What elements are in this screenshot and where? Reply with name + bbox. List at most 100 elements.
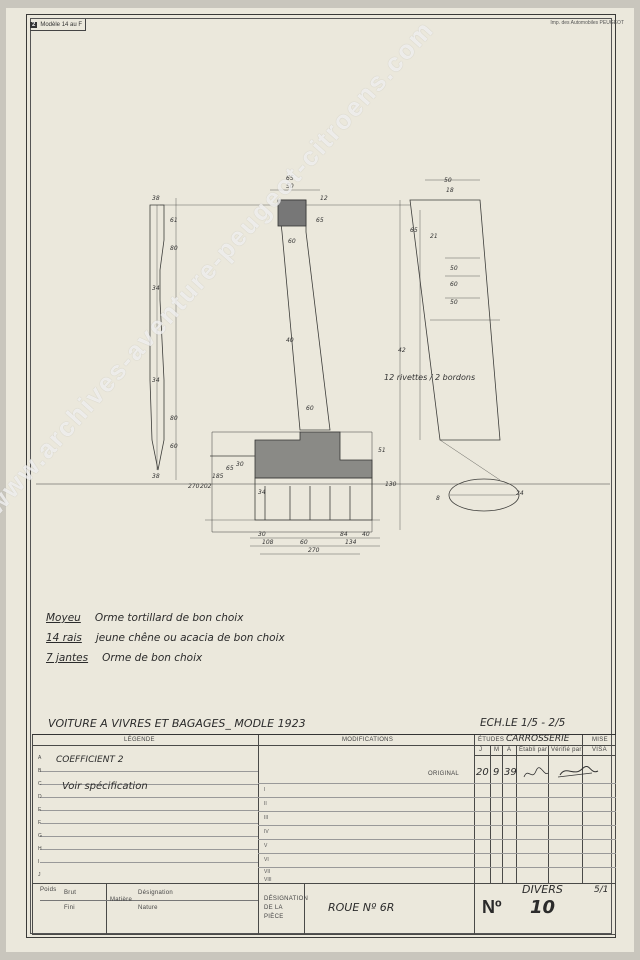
dim: 18 [446,187,454,194]
number-label: Nº [482,897,502,917]
designation-piece-label: DÉSIGNATION DE LA PIÈCE [264,896,309,920]
mise-header: MISE [592,737,608,743]
date-day: 20 [476,767,489,778]
dim: 24 [516,490,524,497]
material-row: 14 rais jeune chêne ou acacia de bon choi… [46,628,285,648]
dim: 185 [212,473,224,480]
legend-circle: J [38,872,41,878]
legend-header: LÉGENDE [124,737,155,743]
dim: 51 [378,447,386,454]
dim: 40 [286,337,294,344]
title-block: LÉGENDE MODIFICATIONS ÉTUDES CARROSSERIE… [32,734,616,935]
legend-circle: B [38,768,42,774]
dim: 30 [236,461,244,468]
dim: 61 [170,217,178,224]
legend-circle: D [38,794,42,800]
matiere-label: Matière [110,897,133,903]
dim: 34 [152,285,160,292]
dim: 50 [450,299,458,306]
legend-circle: H [38,846,42,852]
modifications-header: MODIFICATIONS [342,737,394,743]
dim: 50 [450,265,458,272]
legend-circle: F [38,820,42,826]
category: DIVERS [522,883,563,896]
dim: 12 [320,195,328,202]
format-label: Modèle 14 au F [40,21,83,28]
dim: 84 [340,531,348,538]
poids-label: Poids [40,887,57,893]
rivet-note: 12 rivettes / 2 bordons [384,373,475,382]
col-visa: VISA [592,747,607,753]
drawing-number: 10 [530,897,556,918]
roman-numeral: VIII [264,877,272,883]
brut-label: Brut [64,890,77,896]
legend-circle: E [38,807,42,813]
roman-numeral: VI [264,857,269,863]
dim: 80 [170,415,178,422]
dim: 65 [286,175,294,182]
legend-circle: I [38,859,40,865]
dim: 80 [170,245,178,252]
material-text: Orme de bon choix [102,652,203,664]
vehicle-title: VOITURE A VIVRES ET BAGAGES_ MODLE 1923 [48,717,306,730]
dim: 60 [450,281,458,288]
dim: 60 [306,405,314,412]
dim: 34 [258,489,266,496]
dim: 130 [385,481,397,488]
dim: 270 [188,483,200,490]
scale-label: ECH.LE 1/5 - 2/5 [480,717,566,729]
material-text: jeune chêne ou acacia de bon choix [95,632,285,644]
fini-label: Fini [64,905,75,911]
dim: 42 [398,347,406,354]
col-a: A [507,747,512,753]
date-year: 39 [504,767,517,778]
original-label: ORIGINAL [428,771,460,777]
roman-numeral: I [264,787,266,793]
col-etabli: Établi par [519,747,548,753]
designation-label: Désignation [138,890,173,896]
col-m: M [494,747,500,753]
roman-numeral: V [264,843,268,849]
drawing-sheet [6,8,634,952]
sheet-fraction: 5/1 [594,885,609,895]
voir-specification: Voir spécification [62,781,148,792]
dim: 60 [300,539,308,546]
legend-circle: A [38,755,42,761]
etudes-header: ÉTUDES [478,737,505,743]
sheet-number: 2 [30,21,38,28]
dim: 65 [226,465,234,472]
printer-mark: Imp. des Automobiles PEUGEOT [550,20,624,26]
dim: 40 [362,531,370,538]
roman-numeral: III [264,815,269,821]
material-row: 7 jantes Orme de bon choix [46,648,285,668]
material-key: 7 jantes [46,652,89,664]
material-text: Orme tortillard de bon choix [94,612,244,624]
dim: 270 [308,547,320,554]
dim: 38 [152,473,160,480]
dim: 108 [262,539,274,546]
part-name: ROUE Nº 6R [328,901,395,914]
dim: 60 [170,443,178,450]
department: CARROSSERIE [506,734,570,744]
inner-frame [30,18,612,934]
dim: 60 [288,238,296,245]
dim: 65 [316,217,324,224]
dim: 202 [200,483,212,490]
dim: 50 [286,183,294,190]
roman-numeral: VII [264,869,271,875]
dim: 8 [436,495,440,502]
dim: 134 [345,539,357,546]
material-key: 14 rais [46,632,82,644]
sheet-tag: 2 Modèle 14 au F [30,19,87,31]
signatures [523,766,599,778]
col-verifie: Vérifié par [551,747,582,753]
dim: 34 [152,377,160,384]
legend-circle: G [38,833,43,839]
roman-numeral: IV [264,829,269,835]
roman-numeral: II [264,801,267,807]
date-month: 9 [493,767,500,778]
outer-frame [26,14,616,938]
dim: 30 [258,531,266,538]
